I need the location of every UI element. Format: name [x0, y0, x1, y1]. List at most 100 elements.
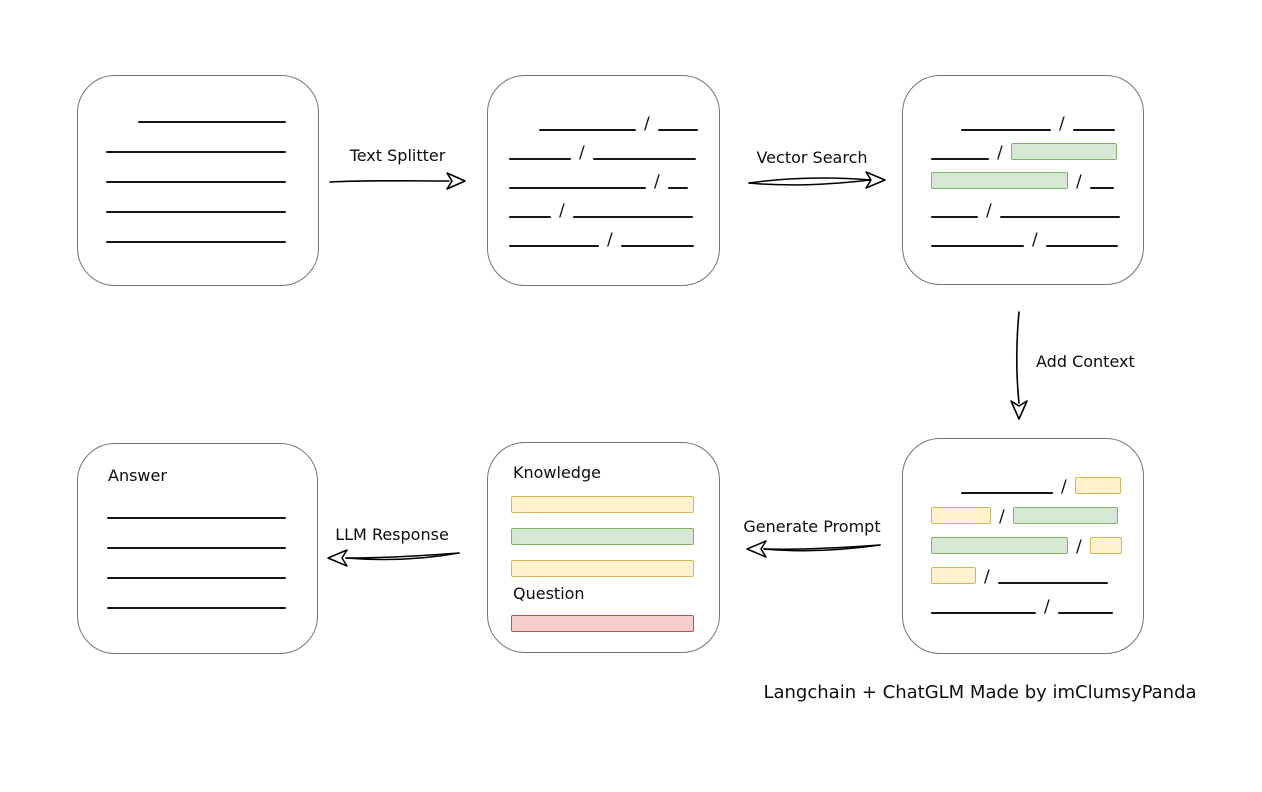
text-line	[107, 517, 286, 519]
add-context-arrow	[1010, 311, 1028, 420]
slash-separator: /	[1076, 537, 1082, 557]
green-highlight-chip	[931, 537, 1068, 554]
text-line	[106, 181, 286, 183]
match-lines: / / / / /	[931, 113, 1120, 250]
slash-separator: /	[644, 114, 650, 134]
slash-separator: /	[984, 567, 990, 587]
llm-response-arrow	[327, 549, 460, 567]
yellow-highlight-chip	[511, 560, 694, 577]
text-line	[509, 158, 571, 160]
slash-separator: /	[997, 143, 1003, 163]
text-row	[106, 195, 286, 213]
green-highlight-chip	[1012, 507, 1118, 524]
text-row	[106, 225, 286, 243]
diagram-caption: Langchain + ChatGLM Made by imClumsyPand…	[763, 682, 1197, 703]
slash-separator: /	[1032, 230, 1038, 250]
text-line	[539, 129, 636, 131]
slash-separator: /	[986, 201, 992, 221]
vector-matches-box: / / / / /	[902, 75, 1144, 285]
text-row: /	[961, 113, 1120, 134]
answer-label: Answer	[108, 466, 167, 485]
llm-response-label: LLM Response	[335, 525, 449, 544]
text-line	[509, 245, 599, 247]
text-line	[106, 241, 286, 243]
generate-prompt-label: Generate Prompt	[743, 517, 881, 536]
text-line	[1045, 245, 1118, 247]
text-row	[107, 591, 286, 609]
text-line	[931, 245, 1024, 247]
slash-separator: /	[1076, 172, 1082, 192]
text-line	[509, 187, 646, 189]
text-line	[1057, 612, 1113, 614]
green-highlight-chip	[511, 528, 694, 545]
text-line	[107, 547, 286, 549]
question-bar	[511, 614, 694, 632]
question-label: Question	[513, 584, 585, 603]
text-row: /	[931, 200, 1120, 221]
document-lines	[106, 105, 286, 243]
text-row: /	[931, 171, 1120, 192]
text-splitter-label: Text Splitter	[349, 146, 446, 165]
text-row: /	[931, 566, 1122, 587]
text-row	[107, 531, 286, 549]
text-row: /	[931, 596, 1122, 616]
add-context-label: Add Context	[1036, 352, 1135, 371]
yellow-highlight-chip	[1089, 537, 1122, 554]
text-row: /	[931, 536, 1122, 557]
chunks-box: / / / / /	[487, 75, 720, 286]
text-row: /	[931, 229, 1120, 250]
slash-separator: /	[559, 201, 565, 221]
slash-separator: /	[607, 230, 613, 250]
text-row: /	[931, 142, 1120, 163]
text-row: /	[509, 200, 698, 221]
text-row: /	[509, 229, 698, 250]
text-line	[997, 582, 1108, 584]
text-row	[511, 559, 694, 577]
text-row	[511, 495, 694, 513]
text-line	[961, 129, 1051, 131]
text-line	[931, 216, 978, 218]
text-row: /	[509, 171, 698, 192]
green-highlight-chip	[1010, 143, 1117, 160]
text-line	[592, 158, 696, 160]
knowledge-label: Knowledge	[513, 463, 601, 482]
red-highlight-chip	[511, 615, 694, 632]
yellow-highlight-chip	[931, 567, 976, 584]
text-line	[106, 211, 286, 213]
text-row	[138, 105, 286, 123]
text-row	[107, 561, 286, 579]
text-line	[509, 216, 551, 218]
context-lines: / / / / /	[931, 476, 1122, 616]
text-line	[667, 187, 688, 189]
slash-separator: /	[999, 507, 1005, 527]
text-splitter-arrow	[329, 172, 466, 190]
text-row: /	[961, 476, 1122, 497]
yellow-highlight-chip	[511, 496, 694, 513]
text-line	[931, 612, 1036, 614]
document-box	[77, 75, 319, 286]
text-row	[511, 614, 694, 632]
yellow-highlight-chip	[931, 507, 991, 524]
green-highlight-chip	[931, 172, 1068, 189]
answer-box: Answer	[77, 443, 318, 654]
text-row	[106, 165, 286, 183]
text-row	[107, 501, 286, 519]
text-line	[1072, 129, 1115, 131]
generate-prompt-arrow	[746, 540, 881, 558]
text-line	[107, 607, 286, 609]
slash-separator: /	[1059, 114, 1065, 134]
text-line	[572, 216, 693, 218]
text-row	[511, 527, 694, 545]
knowledge-bars	[511, 495, 694, 577]
text-line	[1089, 187, 1114, 189]
slash-separator: /	[654, 172, 660, 192]
prompt-box: Knowledge Question	[487, 442, 720, 653]
text-row: /	[539, 113, 698, 134]
text-line	[107, 577, 286, 579]
text-row	[106, 135, 286, 153]
slash-separator: /	[579, 143, 585, 163]
text-line	[931, 158, 989, 160]
slash-separator: /	[1061, 477, 1067, 497]
text-line	[961, 492, 1053, 494]
